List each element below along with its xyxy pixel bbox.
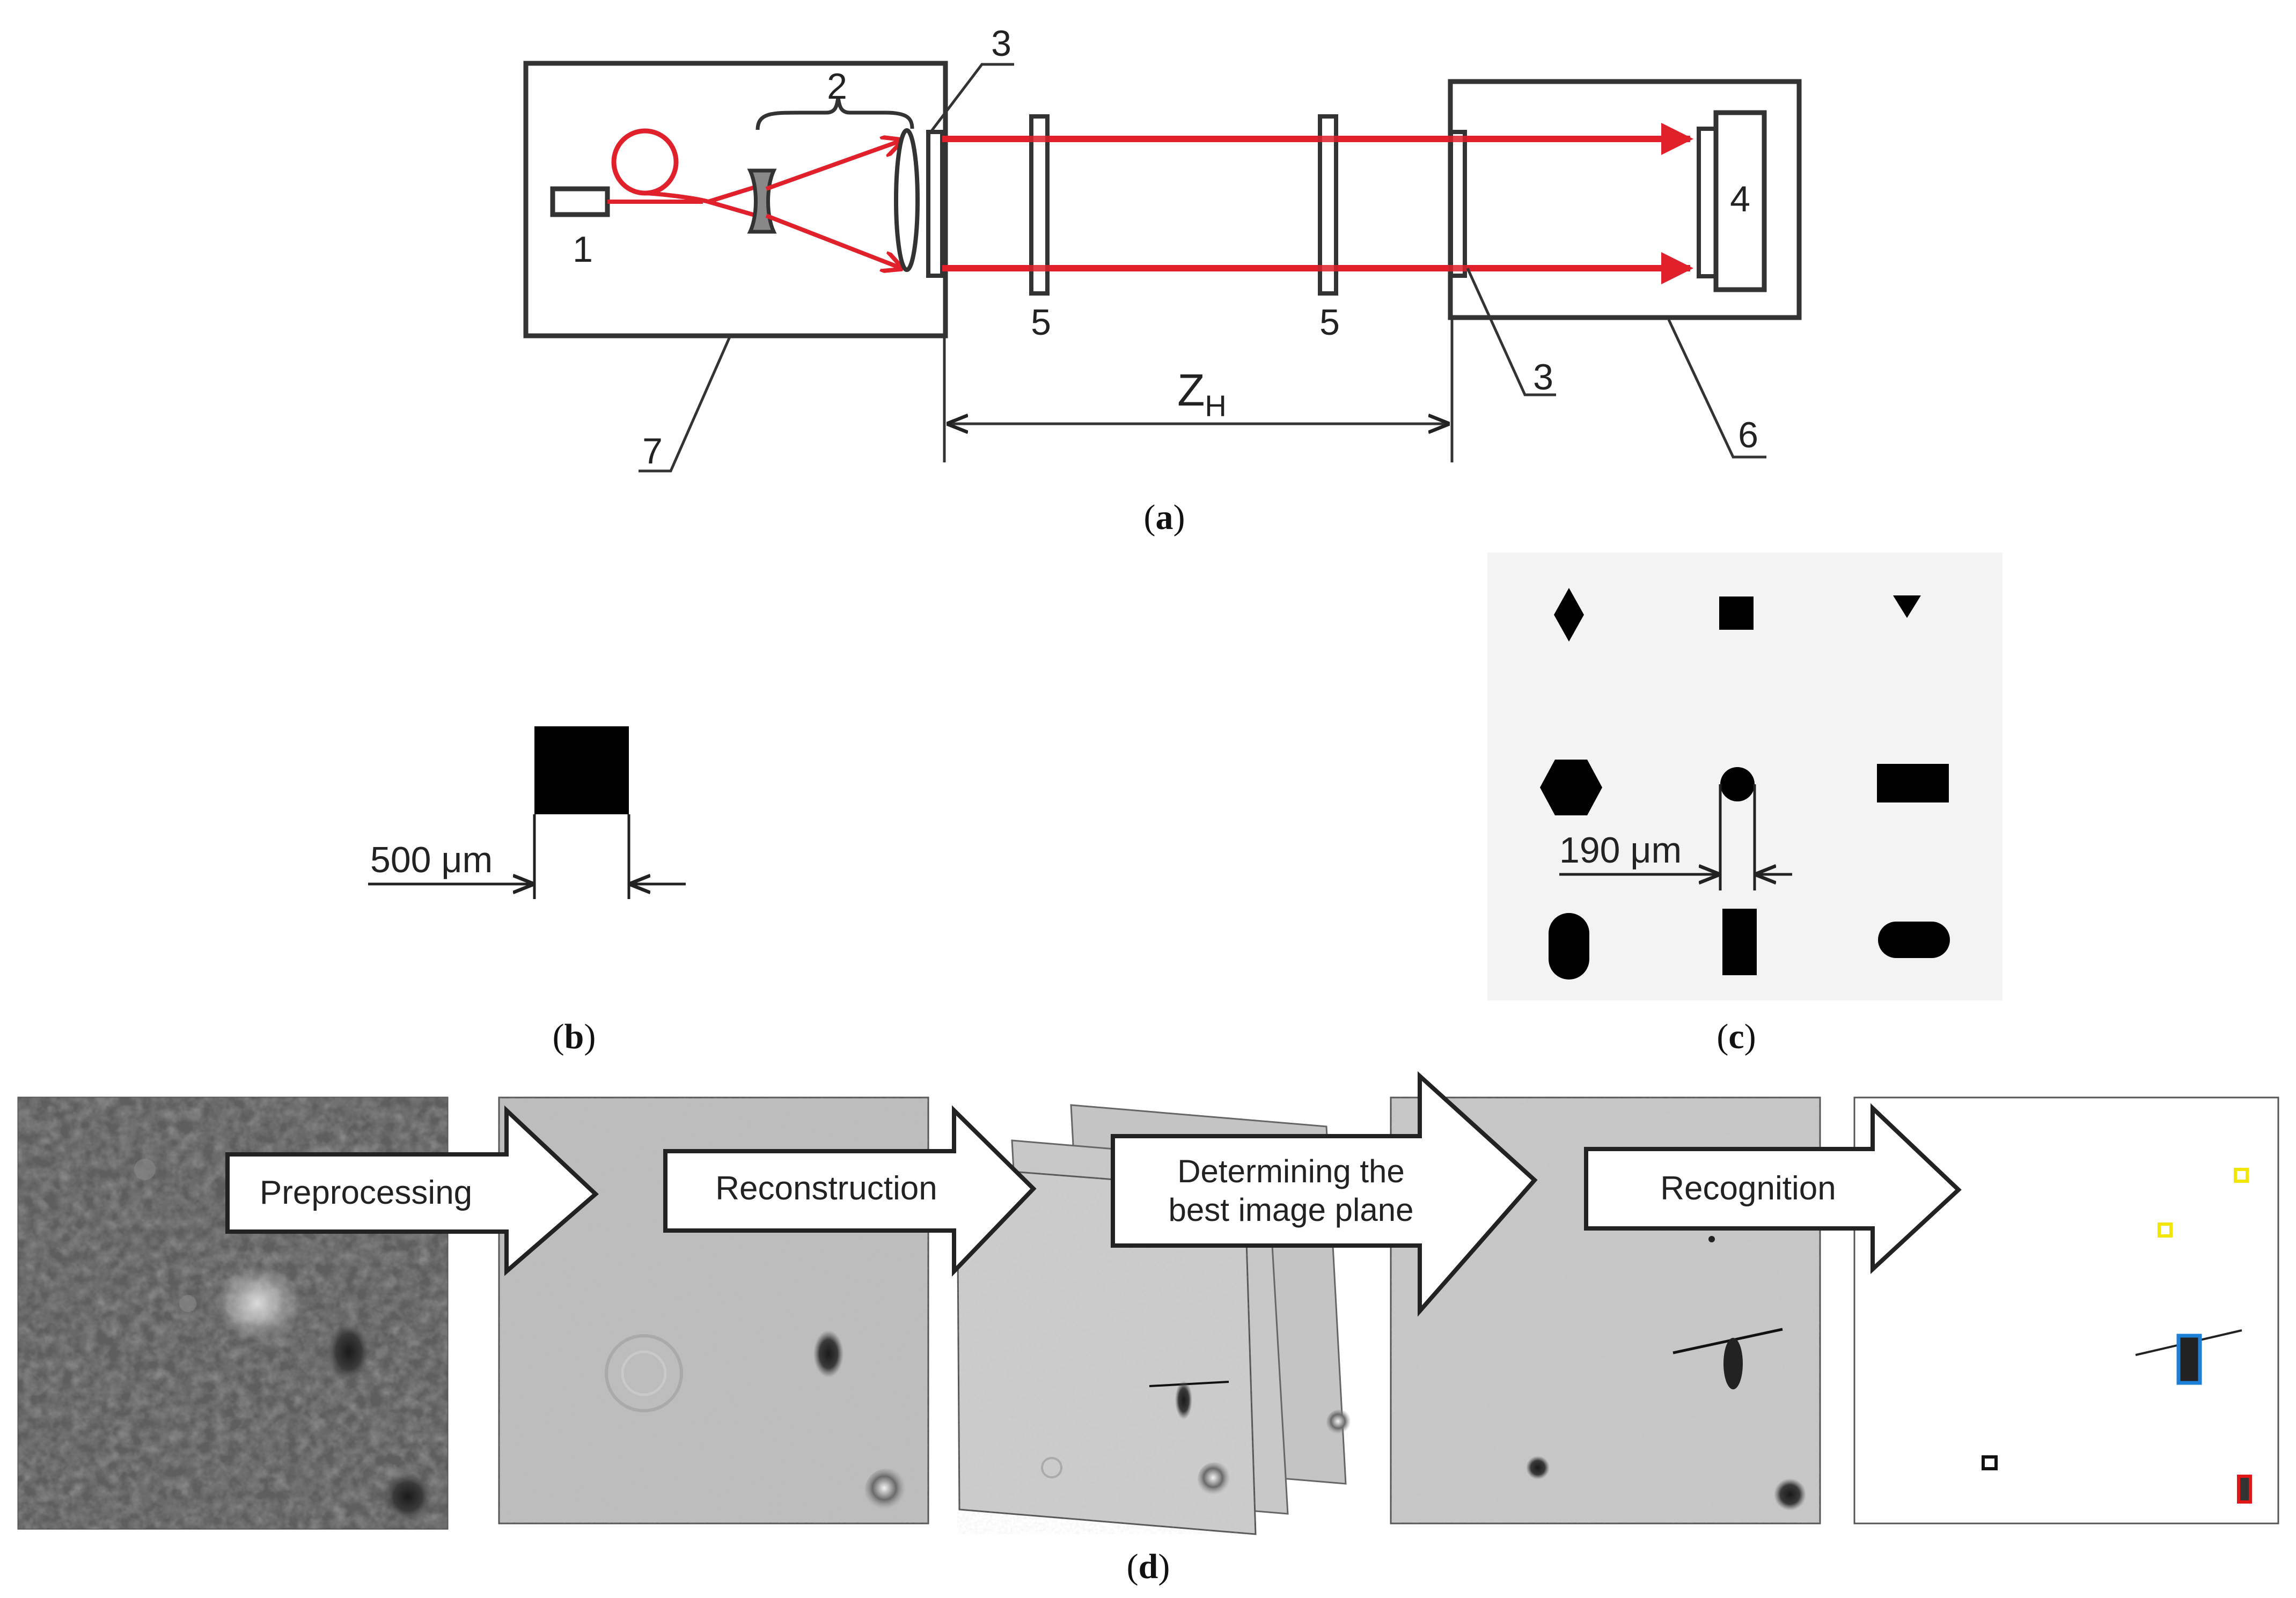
shape-hexagon xyxy=(1540,760,1602,815)
caption-c: (c) xyxy=(1717,1017,1756,1056)
caption-d-letter: d xyxy=(1139,1547,1158,1586)
leader-receiver-housing xyxy=(1667,319,1766,459)
arrow-recognition: Recognition xyxy=(1584,1103,1962,1275)
shape-capsule-horizontal xyxy=(1878,922,1950,958)
caption-a-close: ) xyxy=(1173,498,1185,537)
source-housing-box xyxy=(523,61,948,338)
label-receiver-housing: 6 xyxy=(1738,415,1758,455)
beam-diverging xyxy=(707,185,758,218)
detection-box-yellow-2 xyxy=(2158,1223,2173,1238)
reconstruction-stack xyxy=(956,1104,1352,1535)
caption-c-close: ) xyxy=(1744,1017,1756,1056)
panel-c-particle-shapes: 190 μm (c) xyxy=(1487,553,2002,1056)
beam-to-collimator-bottom xyxy=(765,213,901,268)
caption-d-open: ( xyxy=(1127,1547,1139,1586)
step-label-reconstruction: Reconstruction xyxy=(715,1170,937,1207)
camera-body xyxy=(1713,110,1767,292)
leader-source-housing xyxy=(639,336,731,473)
label-disk-left: 5 xyxy=(1031,302,1051,343)
fiber-line xyxy=(607,191,709,204)
label-distance-sub: H xyxy=(1205,389,1226,423)
fiber-loop xyxy=(611,128,679,196)
shape-triangle xyxy=(1893,595,1921,618)
caption-d: (d) xyxy=(1127,1547,1170,1586)
panel-b-square-sample: 500 μm (b) xyxy=(327,569,794,1056)
label-distance: ZH xyxy=(1177,365,1227,423)
shape-circle xyxy=(1720,767,1755,801)
label-laser: 1 xyxy=(573,229,593,270)
window-left xyxy=(926,130,944,278)
square-particle xyxy=(534,726,629,814)
detection-box-blue xyxy=(2176,1334,2202,1385)
caption-b-open: ( xyxy=(553,1017,564,1056)
label-camera: 4 xyxy=(1730,179,1750,219)
label-distance-main: Z xyxy=(1177,365,1205,415)
label-window-right: 3 xyxy=(1533,357,1553,397)
leader-window-right xyxy=(1466,267,1556,396)
step-label-best-plane-1: Determining the xyxy=(1177,1153,1405,1189)
detection-box-yellow-1 xyxy=(2234,1168,2249,1183)
shape-capsule-vertical xyxy=(1549,913,1589,980)
sample-disk-right xyxy=(1318,114,1338,296)
caption-d-close: ) xyxy=(1158,1547,1170,1586)
label-window-left: 3 xyxy=(991,23,1011,64)
optics-brace xyxy=(755,97,914,130)
shape-rectangle-vertical xyxy=(1722,909,1757,975)
label-disk-right: 5 xyxy=(1319,302,1340,343)
caption-b-close: ) xyxy=(584,1017,596,1056)
caption-a: (a) xyxy=(1144,498,1185,537)
collimating-lens xyxy=(894,128,920,272)
laser-source xyxy=(550,186,610,217)
camera-sensor xyxy=(1697,127,1718,278)
leader-window-left xyxy=(929,63,1014,134)
diverging-lens xyxy=(747,168,777,234)
shape-rectangle xyxy=(1877,764,1949,802)
sample-disk-left xyxy=(1029,114,1050,296)
caption-c-open: ( xyxy=(1717,1017,1728,1056)
detection-box-black xyxy=(1982,1455,1998,1470)
b-dimension-label: 500 μm xyxy=(370,839,493,880)
label-optics: 2 xyxy=(827,66,847,107)
panel-d-pipeline: Preprocessing Reconstruction Determining… xyxy=(17,1071,2279,1586)
caption-a-letter: a xyxy=(1156,498,1173,537)
shape-diamond xyxy=(1554,588,1584,642)
step-label-best-plane-2: best image plane xyxy=(1169,1192,1414,1228)
caption-c-letter: c xyxy=(1728,1017,1744,1056)
caption-b: (b) xyxy=(553,1017,596,1056)
step-label-preprocessing: Preprocessing xyxy=(260,1174,472,1211)
arrow-best-plane: Determining the best image plane xyxy=(1111,1071,1538,1317)
caption-a-open: ( xyxy=(1144,498,1156,537)
detection-box-red xyxy=(2237,1475,2252,1504)
label-source-housing: 7 xyxy=(642,431,663,472)
beam-to-collimator-top xyxy=(765,141,901,191)
caption-b-letter: b xyxy=(564,1017,584,1056)
step-label-recognition: Recognition xyxy=(1660,1170,1836,1207)
c-dimension-label: 190 μm xyxy=(1559,830,1682,871)
arrow-reconstruction: Reconstruction xyxy=(663,1105,1037,1277)
shape-square xyxy=(1719,597,1754,630)
window-right xyxy=(1449,130,1467,278)
panel-a-setup-diagram: 1 2 3 3 4 5 5 6 7 ZH (a) xyxy=(523,23,1802,537)
arrow-preprocessing: Preprocessing xyxy=(225,1105,599,1276)
